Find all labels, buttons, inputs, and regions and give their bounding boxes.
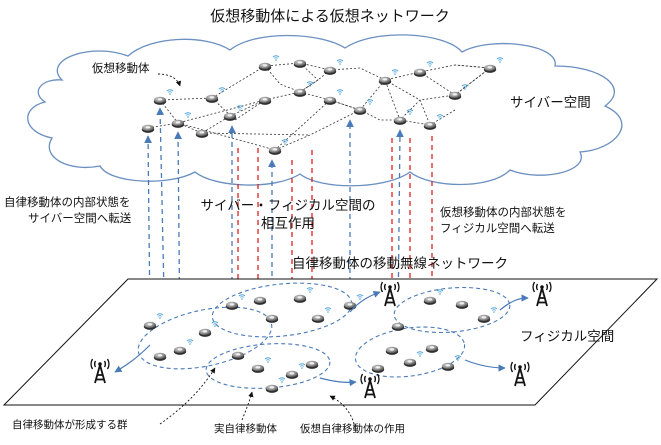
drone-icon [448, 91, 462, 100]
upload-note-line2: サイバー空間へ転送 [28, 211, 132, 225]
arrow-icon [329, 395, 356, 429]
drone-icon [265, 384, 279, 393]
drone-icon [143, 321, 157, 330]
drone-icon [171, 119, 185, 128]
drone-icon [153, 352, 167, 361]
drone-icon [483, 64, 497, 73]
group-label: 自律移動体が形成する群 [12, 418, 128, 431]
drone-icon [293, 59, 307, 68]
drone-icon [268, 146, 282, 155]
drone-icon [205, 94, 219, 103]
drone-icon [423, 296, 437, 305]
interaction-note-line2: 相互作用 [261, 216, 315, 232]
drone-icon [413, 68, 427, 77]
drone-icon [378, 76, 392, 85]
drone-icon [477, 314, 491, 323]
top-title: 仮想移動体による仮想ネットワーク [210, 7, 450, 25]
interaction-note-line1: サイバー・フィジカル空間の [201, 198, 376, 214]
drone-icon [305, 360, 319, 369]
drone-icon [141, 124, 155, 133]
swarm-groups [137, 282, 511, 389]
physical-space-label: フィジカル空間 [520, 329, 614, 345]
drone-icon [153, 96, 167, 105]
drone-icon [251, 364, 265, 373]
middle-title: 自律移動体の移動無線ネットワーク [292, 256, 508, 272]
drone-icon [293, 294, 307, 303]
drone-icon [353, 106, 367, 115]
cloud-icon [27, 34, 623, 187]
drone-icon [455, 300, 469, 309]
drone-icon [265, 314, 279, 323]
drone-icon [323, 96, 337, 105]
drone-icon [403, 358, 417, 367]
drone-icon [425, 344, 439, 353]
arrow-icon [157, 73, 182, 87]
download-note-line1: 仮想移動体の内部状態を [440, 205, 567, 219]
drone-icon [323, 66, 337, 75]
base-station-links [114, 290, 529, 387]
drone-icon [293, 88, 307, 97]
drone-icon [198, 328, 212, 337]
drone-icon [258, 96, 272, 105]
drone-icon [225, 301, 239, 310]
download-note-line2: フィジカル空間へ転送 [440, 221, 555, 235]
drone-icon [441, 362, 455, 371]
drone-icon [231, 351, 245, 360]
drone-icon [423, 121, 437, 130]
virtual-effect-label: 仮想自律移動体の作用 [300, 422, 405, 435]
drone-icon [391, 322, 405, 331]
cyber-space-label: サイバー空間 [510, 95, 591, 111]
real-body-label: 実自律移動体 [214, 422, 277, 435]
drone-icon [393, 116, 407, 125]
drone-icon [253, 296, 267, 305]
drone-icon [311, 314, 325, 323]
drone-icon [385, 346, 399, 355]
drone-icon [285, 370, 299, 379]
drone-icon [343, 301, 357, 310]
virtual-body-label: 仮想移動体 [92, 61, 150, 75]
upload-note-line1: 自律移動体の内部状態を [4, 195, 131, 209]
drone-icon [223, 112, 237, 121]
drone-icon [258, 62, 272, 71]
drone-icon [195, 129, 209, 138]
drone-icon [173, 346, 187, 355]
physical-plane [2, 278, 659, 406]
drone-icon [371, 364, 385, 373]
